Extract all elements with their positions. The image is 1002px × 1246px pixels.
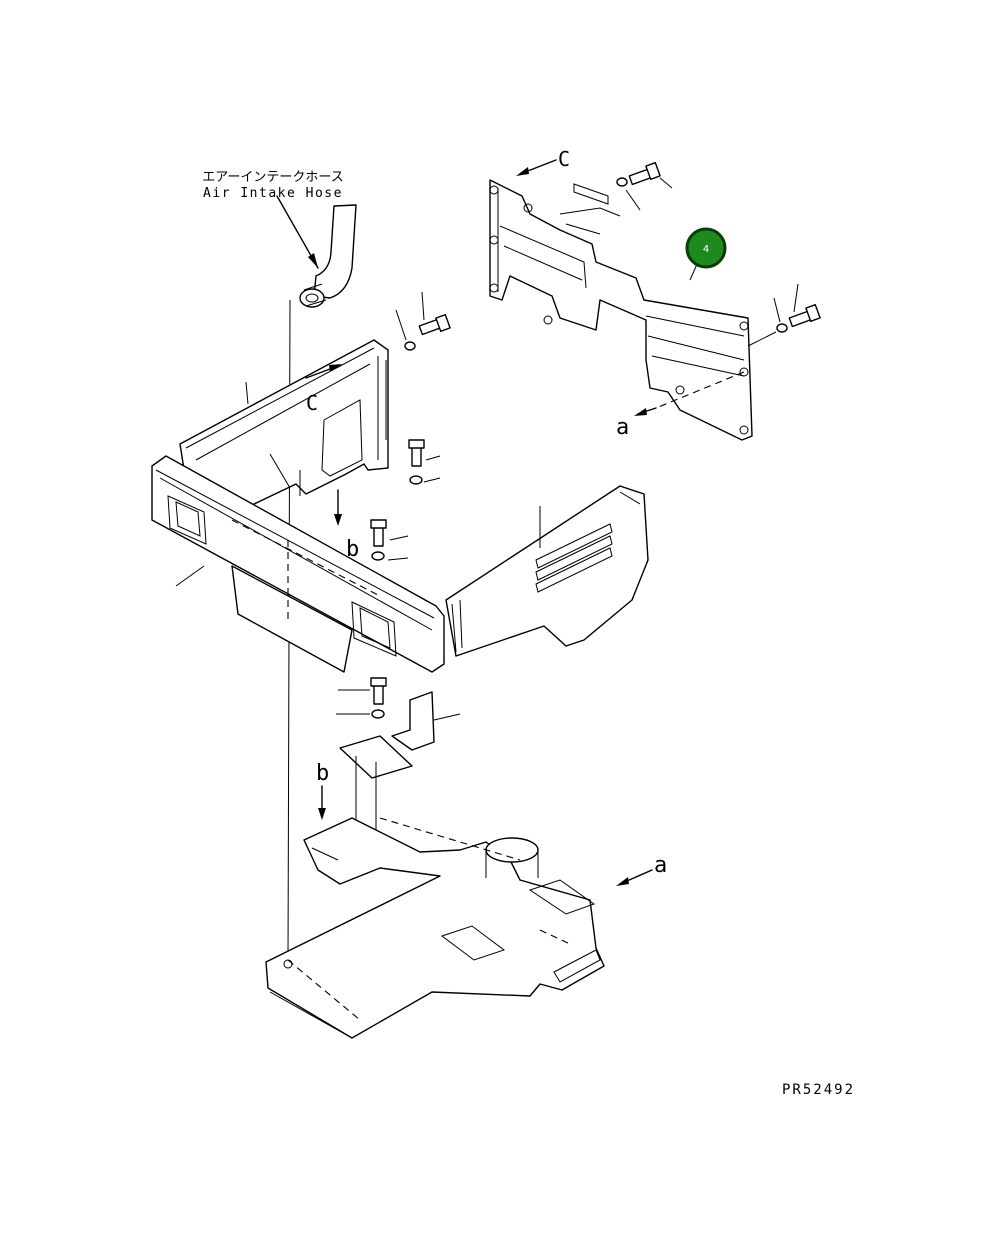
drawing-number: PR52492 [782,1082,855,1098]
hose-arrowhead [308,253,318,268]
small-bracket [370,677,435,751]
ref-label-c-top: C [558,147,570,171]
ref-c-arrowhead-top [516,167,529,176]
frame-bolt-lower [370,519,387,561]
cover-bolt-upper [616,162,661,187]
ref-label-b-low: b [316,761,329,786]
cover-bolt-upper-leaders [625,177,673,211]
hose-label-english: Air Intake Hose [203,186,343,201]
callout-circle[interactable] [685,227,727,269]
frame-bolt-mid-leaders [423,455,441,483]
ref-label-a-cover: a [616,415,629,440]
frame-bolt-lower-leaders [387,535,409,561]
left-frame-leaders [175,381,249,587]
cover-bolt-right [776,304,821,333]
ref-b-arrowhead-low [318,808,326,820]
ref-b-arrowhead-mid [334,514,342,526]
ref-label-b-mid: b [346,537,359,562]
frame-bolt-mid [408,439,425,485]
air-intake-hose [299,204,357,308]
callout-number: 4 [703,244,709,255]
right-side-panel [445,485,649,657]
ref-a-arrowhead-low [616,877,629,886]
frame-bolt-upper-leaders [395,291,425,341]
base-frame [265,735,605,1039]
ref-c-arrowhead-mid [329,364,342,372]
cover-bolt-right-leaders [747,283,799,347]
cover-panel [489,179,753,441]
ref-label-a-low: a [654,853,667,878]
bracket-leaders [336,689,461,721]
callout-badge[interactable]: 4 [685,227,727,269]
frame-bolt-upper [404,314,451,351]
hose-label-japanese: エアーインテークホース [202,170,344,185]
cover-dash-line [655,371,745,409]
ref-a-arrowhead-cover [634,408,647,416]
left-bumper [151,455,445,673]
ref-label-c-mid: C [306,391,318,415]
